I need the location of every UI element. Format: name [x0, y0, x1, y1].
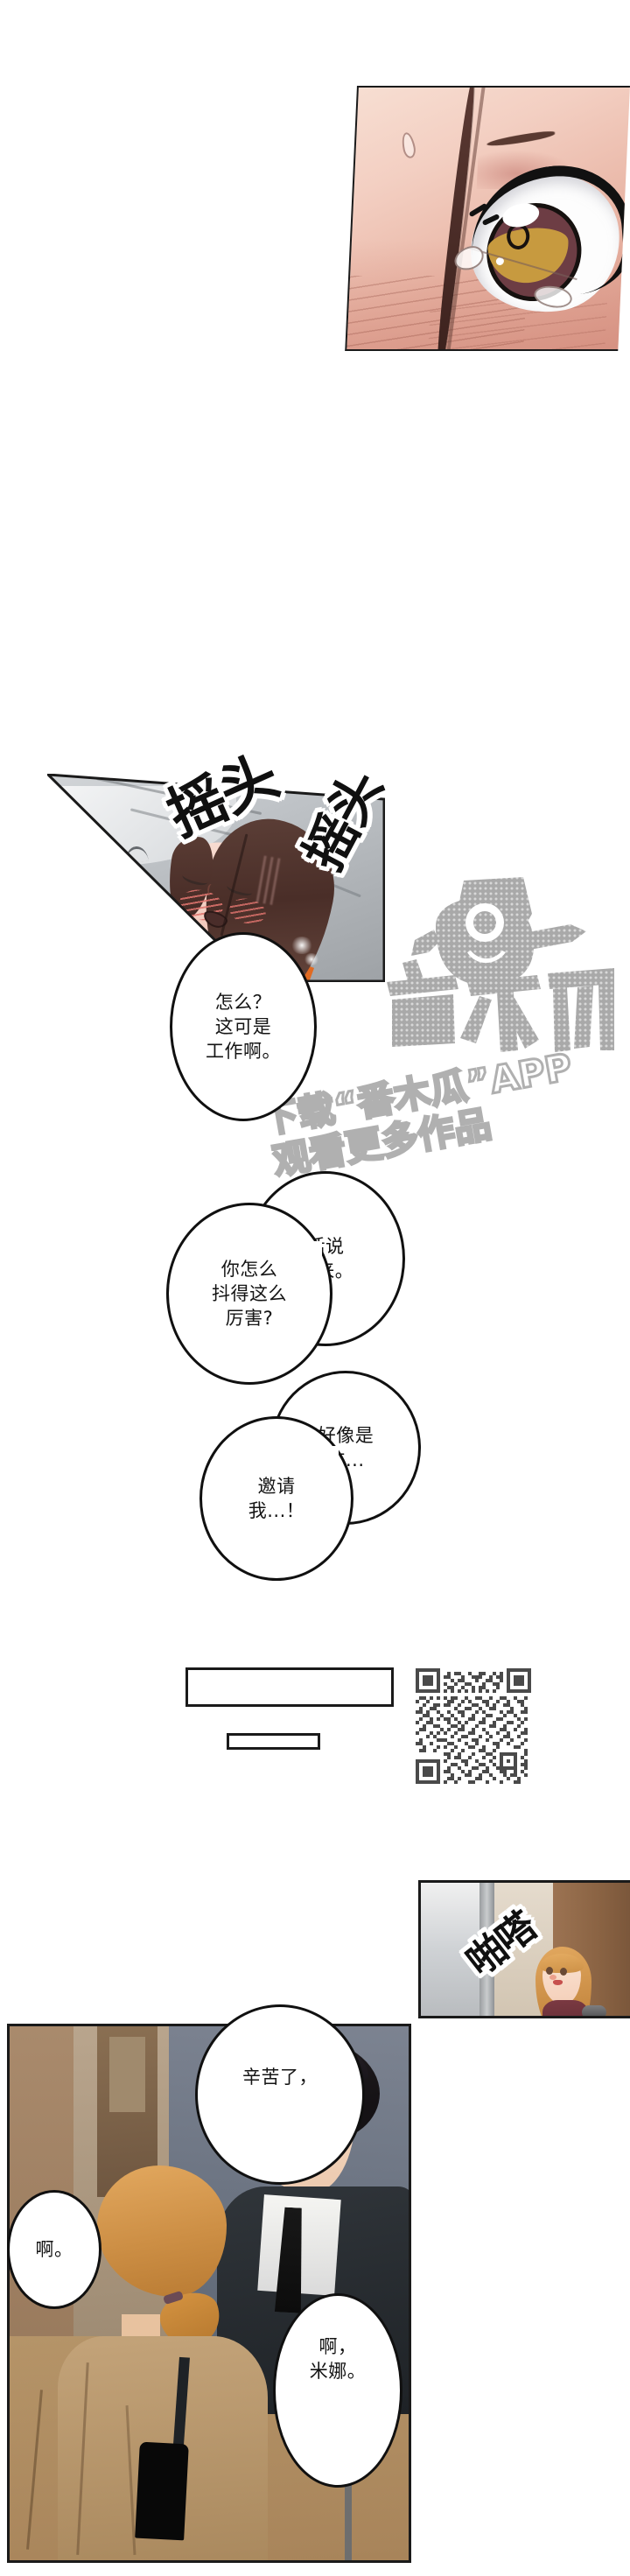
sparkle-2-icon: [304, 952, 320, 965]
bubble-merge-mask-b4b5: [311, 1446, 339, 1509]
woman-handbag: [135, 2441, 189, 2541]
door-edge-strip: [345, 2474, 353, 2560]
b7-line1: 啊。: [35, 2238, 74, 2260]
speech-bubble-work-text: 怎么？ 这可是 工作啊。: [206, 990, 281, 1063]
peek-woman-eye-left: [546, 1966, 554, 1975]
eyebrow: [486, 129, 556, 148]
b3-line3: 厉害?: [225, 1308, 274, 1330]
door-frame: [479, 1883, 494, 2016]
speech-bubble-ah: 啊。: [7, 2190, 102, 2309]
speech-bubble-inviting-me-text: 邀请 我...！: [248, 1474, 305, 1523]
peek-woman-torso: [542, 1999, 588, 2016]
background-cabinet-shelf: [109, 2037, 146, 2112]
b5-line1: 邀请: [257, 1475, 296, 1497]
b1-line3: 工作啊。: [206, 1041, 281, 1063]
b1-line1: 怎么？: [214, 991, 272, 1013]
wall-left: [421, 1883, 480, 2016]
b1-line2: 这可是: [214, 1015, 272, 1037]
speech-bubble-trembling-text: 你怎么 抖得这么 厉害?: [212, 1257, 287, 1330]
speech-bubble-work: 怎么？ 这可是 工作啊。: [170, 932, 317, 1121]
b3-line2: 抖得这么: [212, 1282, 287, 1304]
sparkle-1-icon: [290, 936, 313, 954]
speech-bubble-good-work: 辛苦了，: [195, 2004, 365, 2185]
peek-woman-eye-right: [559, 1967, 567, 1976]
peek-woman-cheek-blush: [549, 1974, 556, 1980]
sweat-drop: [399, 130, 417, 160]
b8-line1: 啊，: [318, 2335, 357, 2357]
door-knob: [582, 2004, 607, 2016]
peek-woman-mouth: [552, 1979, 563, 1985]
speech-bubble-ah-mina: 啊， 米娜。: [273, 2293, 402, 2488]
b5-line2: 我...！: [248, 1500, 305, 1521]
qr-code[interactable]: [416, 1668, 531, 1784]
speech-bubble-good-work-text: 辛苦了，: [242, 2065, 318, 2124]
bubble-merge-mask-b2b3: [289, 1241, 322, 1313]
watermark-papaya-logo: [352, 875, 614, 1085]
b6-line1: 辛苦了，: [242, 2066, 318, 2088]
panel-eye-closeup: [345, 86, 630, 351]
speech-bubble-ah-mina-text: 啊， 米娜。: [310, 2334, 367, 2446]
panel-door-peek: [418, 1880, 630, 2018]
woman-hair-back: [97, 2165, 228, 2297]
ad-placeholder-box-large[interactable]: [186, 1667, 394, 1707]
ad-placeholder-box-small[interactable]: [227, 1733, 320, 1750]
speech-bubble-ah-text: 啊。: [36, 2237, 74, 2262]
b8-line2: 米娜。: [309, 2361, 367, 2382]
b3-line1: 你怎么: [220, 1258, 278, 1280]
